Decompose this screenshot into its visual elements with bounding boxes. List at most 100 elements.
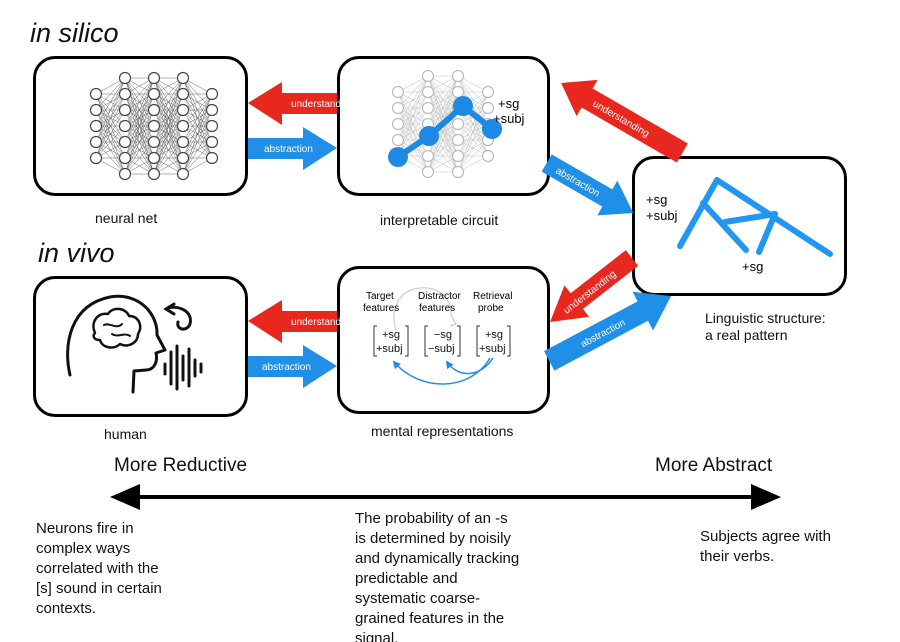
target-features-label-1: Target xyxy=(366,291,394,302)
network-node xyxy=(176,103,190,117)
matrix2-top: −sg xyxy=(434,329,452,341)
neural-net-caption: neural net xyxy=(95,210,158,226)
network-node xyxy=(421,69,435,83)
network-node xyxy=(451,165,465,179)
matrix2-bottom: −subj xyxy=(428,343,455,355)
interpretable-circuit-caption: interpretable circuit xyxy=(380,212,499,228)
network-node xyxy=(205,119,219,133)
network-node xyxy=(89,151,103,165)
network-node xyxy=(176,151,190,165)
network-node xyxy=(391,101,405,115)
arrow-understanding-bottom: understanding xyxy=(248,300,354,343)
more-reductive-label: More Reductive xyxy=(114,455,248,476)
network-node xyxy=(205,103,219,117)
network-node xyxy=(451,69,465,83)
circuit-label-sg: +sg xyxy=(498,96,519,111)
human-head-icon xyxy=(66,294,167,394)
arrow-understanding-diag-top: understanding xyxy=(561,79,688,163)
retrieval-probe-label-1: Retrieval xyxy=(473,291,512,302)
network-node xyxy=(176,71,190,85)
matrix1-bottom: +subj xyxy=(376,343,403,355)
network-node xyxy=(205,87,219,101)
svg-text:understanding: understanding xyxy=(291,317,354,328)
arrow-understanding-top: understanding xyxy=(248,82,354,125)
distractor-features-label-1: Distractor xyxy=(418,291,461,302)
network-node xyxy=(176,167,190,181)
network-node xyxy=(421,149,435,163)
arrow-abstraction-bottom: abstraction xyxy=(248,345,337,388)
network-node xyxy=(118,71,132,85)
network-node xyxy=(118,119,132,133)
reductive-abstract-scale-arrow xyxy=(110,484,781,510)
circuit-label-subj: +subj xyxy=(493,111,525,126)
mental-representations-caption: mental representations xyxy=(371,423,514,439)
network-node xyxy=(147,135,161,149)
mental-representations-box xyxy=(337,266,550,414)
network-node xyxy=(147,119,161,133)
human-caption: human xyxy=(104,426,147,442)
network-node xyxy=(176,135,190,149)
network-node xyxy=(481,101,495,115)
curl-arrow-icon xyxy=(163,302,192,331)
in-vivo-heading: in vivo xyxy=(38,238,115,268)
more-abstract-label: More Abstract xyxy=(655,455,773,476)
network-node xyxy=(481,85,495,99)
reductive-description: Neurons fire in complex ways correlated … xyxy=(36,520,162,617)
abstract-description: Subjects agree with their verbs. xyxy=(700,528,831,565)
network-node xyxy=(118,103,132,117)
network-node xyxy=(421,101,435,115)
network-node xyxy=(391,133,405,147)
network-node xyxy=(147,103,161,117)
network-node xyxy=(451,149,465,163)
network-node xyxy=(118,135,132,149)
svg-text:understanding: understanding xyxy=(291,99,354,110)
arrow-abstraction-diag-top: abstraction xyxy=(541,154,634,216)
network-node xyxy=(118,87,132,101)
network-node xyxy=(118,151,132,165)
linguistic-structure-caption-1: Linguistic structure: xyxy=(705,310,826,326)
sound-wave-icon xyxy=(163,344,203,391)
network-node xyxy=(451,117,465,131)
tree-label-sg: +sg xyxy=(646,192,667,207)
network-node xyxy=(176,87,190,101)
matrix1-top: +sg xyxy=(382,329,400,341)
neural-net-icon xyxy=(89,71,219,181)
network-node xyxy=(205,135,219,149)
network-node xyxy=(421,165,435,179)
matrix3-top: +sg xyxy=(485,329,503,341)
syntax-tree-icon xyxy=(677,177,833,257)
network-node xyxy=(147,151,161,165)
network-node xyxy=(89,103,103,117)
arrow-abstraction-top: abstraction xyxy=(248,127,337,170)
network-node xyxy=(89,119,103,133)
feature-matrix-brackets xyxy=(373,325,511,357)
network-node xyxy=(451,133,465,147)
distractor-features-label-2: features xyxy=(419,303,455,314)
network-node xyxy=(147,71,161,85)
network-node xyxy=(451,85,465,99)
target-features-label-2: features xyxy=(363,303,399,314)
retrieval-probe-label-2: probe xyxy=(478,303,504,314)
network-node xyxy=(89,135,103,149)
in-silico-heading: in silico xyxy=(30,18,119,48)
network-node xyxy=(89,87,103,101)
arrow-abstraction-diag-bottom: abstraction xyxy=(544,291,672,371)
svg-text:understanding: understanding xyxy=(562,269,619,317)
svg-text:abstraction: abstraction xyxy=(264,144,313,155)
linguistic-structure-caption-2: a real pattern xyxy=(705,327,788,343)
network-node xyxy=(391,85,405,99)
tree-label-subj: +subj xyxy=(646,208,678,223)
retrieval-curve-arrows xyxy=(392,357,494,385)
network-node xyxy=(205,151,219,165)
intermediate-description: The probability of an -s is determined b… xyxy=(355,510,520,642)
svg-text:abstraction: abstraction xyxy=(262,362,311,373)
linguistic-structure-box xyxy=(632,156,847,296)
network-node xyxy=(147,87,161,101)
tree-label-sg-2: +sg xyxy=(742,259,763,274)
matrix3-bottom: +subj xyxy=(479,343,506,355)
network-node xyxy=(147,167,161,181)
network-node xyxy=(176,119,190,133)
network-node xyxy=(421,85,435,99)
